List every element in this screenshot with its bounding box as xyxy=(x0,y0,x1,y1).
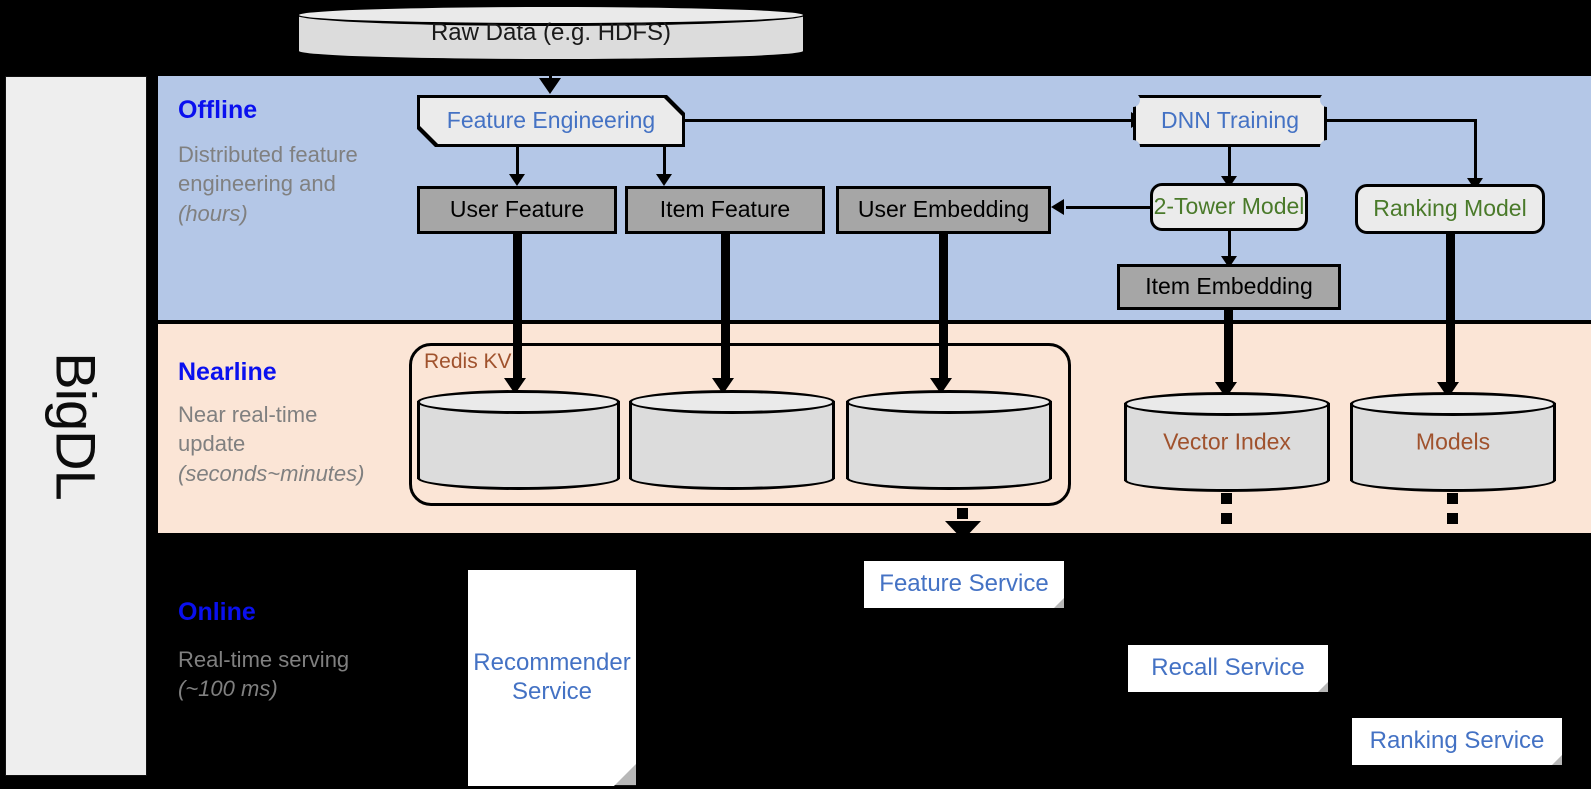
nearline-band-subtitle-italic: (seconds~minutes) xyxy=(178,460,365,486)
models-label: Models xyxy=(1415,428,1491,455)
edge-featureservice-arrowhead xyxy=(945,521,981,540)
pipe-itemembedding xyxy=(1224,310,1233,386)
feature-service-label: Feature Service xyxy=(879,570,1049,598)
store-user-feature-cylinder[interactable] xyxy=(417,390,620,490)
raw-data-cylinder: Raw Data (e.g. HDFS) xyxy=(296,4,806,62)
online-band-subtitle-italic: (~100 ms) xyxy=(178,676,278,702)
redis-kv-label: Redis KV xyxy=(424,350,512,373)
store-user-embedding-cylinder[interactable] xyxy=(846,390,1052,490)
recommender-service-doc[interactable]: Recommender Service xyxy=(468,570,636,786)
vector-index-cylinder[interactable]: Vector Index xyxy=(1124,392,1330,492)
models-cylinder[interactable]: Models xyxy=(1350,392,1556,492)
edge-fe-itemfeature xyxy=(663,147,666,177)
cylinder-body xyxy=(417,401,620,479)
edge-fe-itemfeature-arrowhead xyxy=(656,174,672,186)
cylinder-body xyxy=(1350,403,1556,481)
ranking-service-doc[interactable]: Ranking Service xyxy=(1352,718,1562,765)
item-embedding-label: Item Embedding xyxy=(1145,273,1313,300)
edge-fe-dnn xyxy=(685,119,1134,122)
user-feature-box[interactable]: User Feature xyxy=(417,186,617,234)
dnn-training-label: DNN Training xyxy=(1160,107,1300,134)
page-fold-icon xyxy=(1552,755,1562,765)
edge-rawdata-fe-arrowhead xyxy=(539,78,561,94)
ranking-model-label: Ranking Model xyxy=(1373,195,1527,222)
dash-models-2 xyxy=(1447,513,1458,524)
recall-service-label: Recall Service xyxy=(1151,654,1305,682)
cylinder-body xyxy=(1124,403,1330,481)
framework-sidebar: BigDL xyxy=(5,76,147,776)
dash-vectorindex-1 xyxy=(1221,493,1232,504)
offline-band-title: Offline xyxy=(178,96,258,124)
edge-twotower-userembedding-arrowhead xyxy=(1051,199,1064,215)
page-fold-icon xyxy=(614,764,636,786)
cylinder-body xyxy=(629,401,835,479)
edge-dnn-ranking-v xyxy=(1474,119,1477,181)
framework-name-label: BigDL xyxy=(44,352,108,500)
pipe-rankingmodel xyxy=(1446,234,1455,386)
pipe-userfeature xyxy=(513,234,522,382)
dash-models-1 xyxy=(1447,493,1458,504)
dash-vectorindex-2 xyxy=(1221,513,1232,524)
two-tower-model-label: 2-Tower Model xyxy=(1153,193,1305,220)
edge-twotower-userembedding xyxy=(1066,206,1152,209)
nearline-band-title: Nearline xyxy=(178,358,277,386)
pipe-itemfeature xyxy=(721,234,730,382)
ranking-model-box[interactable]: Ranking Model xyxy=(1355,184,1545,234)
user-embedding-box[interactable]: User Embedding xyxy=(836,186,1051,234)
item-feature-label: Item Feature xyxy=(659,196,791,223)
edge-twotower-itememb xyxy=(1228,231,1231,259)
cylinder-top xyxy=(629,390,835,414)
redis-kv-container xyxy=(409,343,1071,506)
recommender-service-label: Recommender Service xyxy=(473,649,631,705)
feature-engineering-label: Feature Engineering xyxy=(446,107,656,134)
cylinder-top xyxy=(1124,392,1330,416)
edge-fe-userfeature-arrowhead xyxy=(509,174,525,186)
cylinder-top xyxy=(296,4,806,26)
edge-rawdata-fe xyxy=(549,62,552,82)
online-band-subtitle-text: Real-time serving xyxy=(178,647,350,672)
user-feature-label: User Feature xyxy=(449,196,585,223)
cylinder-top xyxy=(846,390,1052,414)
page-fold-edge xyxy=(614,785,636,786)
cylinder-top xyxy=(417,390,620,414)
card-notch-tr xyxy=(1320,93,1334,107)
nearline-band-subtitle-text: Near real-time update xyxy=(178,402,318,457)
offline-band-subtitle-text: Distributed feature engineering and xyxy=(178,142,358,197)
card-notch-br xyxy=(1320,140,1334,154)
edge-fe-userfeature xyxy=(516,147,519,177)
card-notch-bl xyxy=(1126,140,1140,154)
item-feature-box[interactable]: Item Feature xyxy=(625,186,825,234)
raw-data-label: Raw Data (e.g. HDFS) xyxy=(430,19,672,46)
page-fold-icon xyxy=(1054,598,1064,608)
dnn-training-box[interactable]: DNN Training xyxy=(1136,98,1324,144)
card-notch-tl xyxy=(1126,93,1140,107)
edge-dnn-twotower xyxy=(1228,147,1231,179)
two-tower-model-box[interactable]: 2-Tower Model xyxy=(1150,183,1308,231)
pipe-userembedding xyxy=(939,234,948,382)
nearline-band-subtitle: Near real-time update (seconds~minutes) xyxy=(178,400,388,488)
dash-featureservice-1 xyxy=(957,508,968,519)
online-band-subtitle: Real-time serving (~100 ms) xyxy=(178,645,388,704)
vector-index-label: Vector Index xyxy=(1163,428,1291,455)
feature-service-doc[interactable]: Feature Service xyxy=(864,561,1064,608)
feature-engineering-box[interactable]: Feature Engineering xyxy=(420,98,682,144)
item-embedding-box[interactable]: Item Embedding xyxy=(1117,264,1341,310)
edge-dnn-ranking-h xyxy=(1327,119,1477,122)
ranking-service-label: Ranking Service xyxy=(1369,727,1545,755)
offline-band-subtitle-italic: (hours) xyxy=(178,200,248,226)
cylinder-top xyxy=(1350,392,1556,416)
store-item-feature-cylinder[interactable] xyxy=(629,390,835,490)
online-band-title: Online xyxy=(178,598,256,626)
offline-band-subtitle: Distributed feature engineering and (hou… xyxy=(178,140,388,228)
page-fold-icon xyxy=(1318,682,1328,692)
cylinder-body xyxy=(846,401,1052,479)
recall-service-doc[interactable]: Recall Service xyxy=(1128,645,1328,692)
user-embedding-label: User Embedding xyxy=(857,196,1030,223)
